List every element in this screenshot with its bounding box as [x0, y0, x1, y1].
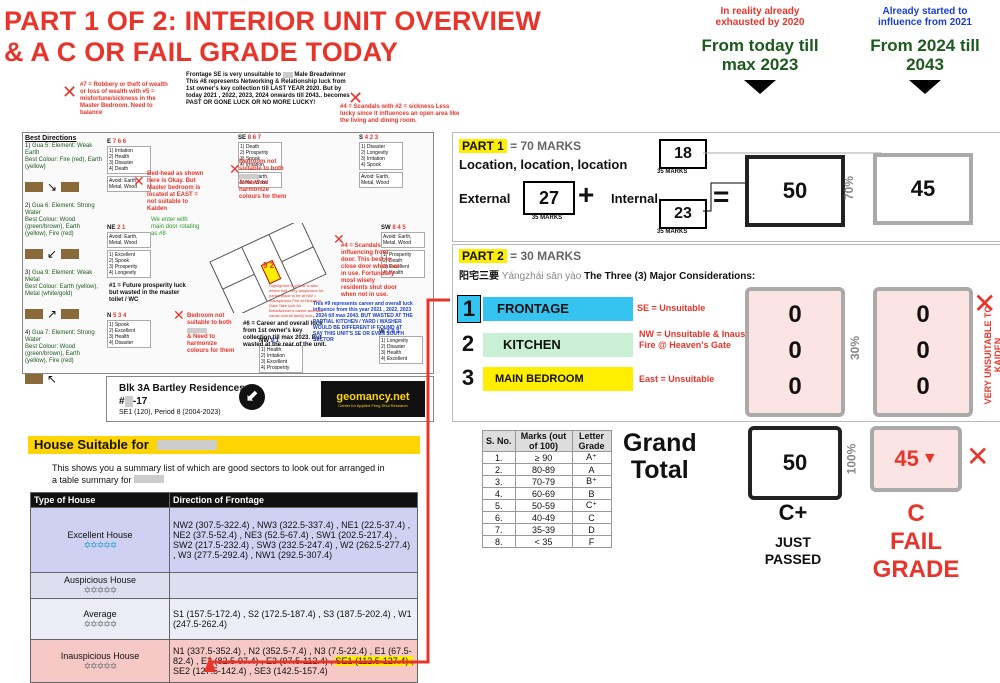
period-today: In reality already exhausted by 2020 Fro…	[690, 6, 830, 94]
sector-sw: SW 8 4 5 Avoid: Earth, Metal, Wood 1) Pr…	[381, 225, 425, 278]
part2-panel: PART 2 = 30 MARKS 阳宅三要 Yángzhái sān yào …	[452, 244, 1000, 422]
frontage-note: Frontage SE is very unsuitable to Male B…	[186, 72, 350, 106]
floorplan-panel: Best Directions 1) Gua 5: Element: Weak …	[22, 132, 434, 386]
bed-icon	[25, 182, 43, 192]
external-score: 27	[523, 181, 575, 215]
annotation-robbery: #7 = Robbery or theft of wealth or loss …	[80, 82, 168, 116]
table-row: Excellent House✡✡✡✡✡ NW2 (307.5-322.4) ,…	[30, 507, 418, 573]
best-directions: Best Directions 1) Gua 5: Element: Weak …	[25, 135, 103, 386]
grand-total-future: 45▼	[870, 426, 962, 492]
internal-score-bottom: 23	[659, 199, 707, 229]
cross-icon: ✕	[973, 288, 997, 319]
annotation-scandal-front: #4 = Scandals influencing front door. Th…	[341, 243, 400, 298]
bed-icon	[25, 309, 43, 319]
part1-connectors	[703, 152, 882, 212]
grand-total-today: 50	[748, 426, 842, 500]
annotation-future-prosperity: #1 = Future prosperity luck but wasted i…	[109, 283, 186, 303]
future-grade: C FAIL GRADE	[872, 500, 960, 583]
period-future: Already started to influence from 2021 F…	[855, 6, 995, 94]
table-row: Auspicious House✡✡✡✡✡	[30, 572, 418, 599]
geomancy-logo: geomancy.net Center for Applied Feng Shu…	[321, 381, 425, 417]
star-rating-icon: ✡✡✡✡✡	[83, 618, 118, 629]
annotation-bedhead: Bed-head as shown here is Okay. But Mast…	[147, 171, 204, 212]
bed-icon	[25, 249, 43, 259]
cross-icon: ✕	[229, 161, 241, 177]
item-number: 1	[457, 295, 481, 323]
part1-panel: PART 1 = 70 MARKS Location, location, lo…	[452, 132, 1000, 242]
annotation-bedroom-top: Bedroom not suitable to both & Need to h…	[239, 159, 287, 200]
star-rating-icon: ✡✡✡✡✡	[83, 660, 118, 671]
house-suitable-header: House Suitable for	[28, 436, 420, 454]
bed-icon	[25, 374, 43, 384]
consideration-frontage: FRONTAGE	[483, 297, 633, 321]
plus-icon: +	[578, 179, 595, 210]
cross-icon: ✕	[348, 88, 364, 108]
cross-icon: ✕	[173, 307, 185, 323]
grand-total-label: Grand Total	[623, 429, 697, 484]
down-triangle-icon: ▼	[921, 450, 938, 467]
item-number: 2	[461, 331, 475, 356]
equals-icon: =	[713, 181, 730, 212]
annotation-scandal-top: #4 = Scandals with #2 = sickness Less lu…	[340, 104, 460, 124]
house-suitable-desc: This shows you a summary list of which a…	[52, 463, 385, 485]
down-arrow-icon	[909, 80, 941, 94]
today-grade: C+ JUST PASSED	[764, 500, 822, 567]
annotation-career: #6 = Career and overall luck from 1st ow…	[243, 321, 327, 348]
cross-icon: ✕	[62, 82, 78, 102]
page-title: PART 1 OF 2: INTERIOR UNIT OVERVIEW & A …	[4, 6, 542, 67]
table-row: Average✡✡✡✡✡ S1 (157.5-172.4) , S2 (172.…	[30, 598, 418, 640]
star-rating-icon: ✡✡✡✡✡	[83, 539, 118, 550]
unit-floorplan	[209, 223, 327, 313]
consideration-bedroom: MAIN BEDROOM	[483, 367, 633, 391]
cross-icon: ✕	[333, 231, 345, 247]
bed-icon	[61, 309, 80, 319]
consideration-kitchen: KITCHEN	[483, 333, 633, 357]
annotation-highlight: Highlighted in yellow is also where hall…	[269, 283, 324, 318]
annotation-wasted-kitchen: This #9 represents career and overall lu…	[313, 301, 413, 343]
annotation-enter: We enter with main door rotating as #8	[151, 217, 200, 237]
part1-total-today: 50	[745, 155, 845, 227]
down-arrow-icon	[744, 80, 776, 94]
arrow-icon: ↗	[47, 307, 58, 321]
part1-total-future: 45	[873, 153, 973, 225]
arrow-icon: ↘	[47, 180, 58, 194]
arrow-icon: ↙	[47, 247, 58, 261]
annotation-bedroom-bottom: Bedroom not suitable to both & Need to h…	[187, 313, 235, 354]
internal-score-top: 18	[659, 139, 707, 169]
property-card: Blk 3A Bartley Residences # -17 SE1 (120…	[106, 376, 434, 422]
grid-numbers: 9 2	[263, 261, 275, 270]
grade-table: S. No.Marks (out of 100)Letter Grade 1.≥…	[482, 430, 612, 548]
bed-icon	[61, 182, 80, 192]
bed-icon	[61, 249, 80, 259]
cross-icon: ✕	[966, 441, 990, 472]
sector-ne: NE 2 1 Avoid: Earth, Metal, Wood 1) Exce…	[107, 225, 151, 278]
cross-icon: ✕	[133, 173, 145, 189]
star-rating-icon: ✡✡✡✡✡	[83, 585, 118, 595]
connector-arrow	[204, 298, 450, 672]
compass-icon: ⬋	[239, 384, 265, 410]
item-number: 3	[461, 365, 475, 390]
arrow-icon: ↖	[47, 372, 58, 386]
